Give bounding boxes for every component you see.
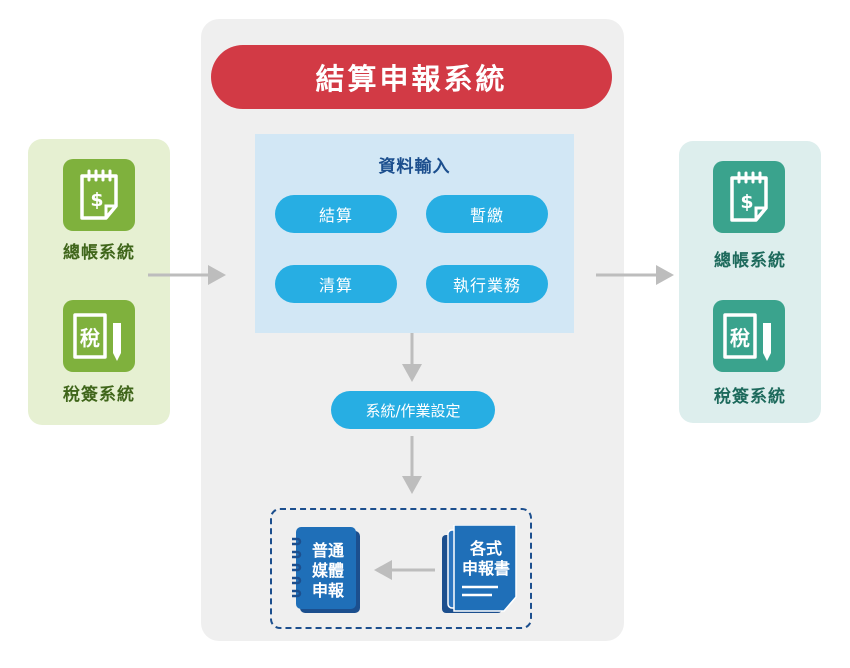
provisional-button[interactable]: 暫繳 (426, 195, 548, 233)
output-box (270, 508, 532, 629)
arrow-left-to-center (148, 265, 226, 285)
svg-text:$: $ (740, 191, 753, 213)
various-forms-stack: 各式 申報書 (440, 525, 518, 617)
svg-text:$: $ (90, 189, 103, 211)
arrow-center-to-right (596, 265, 674, 285)
general-media-line-3: 申報 (311, 581, 344, 600)
arrow-setup-to-output (402, 436, 422, 494)
tax-glyph: 稅 (730, 326, 750, 350)
tax-glyph: 稅 (80, 326, 100, 350)
various-forms-line-1: 各式 (469, 539, 502, 558)
liquidation-button[interactable]: 清算 (275, 265, 397, 303)
data-input-title: 資料輸入 (378, 157, 451, 177)
settlement-button[interactable]: 結算 (275, 195, 397, 233)
arrow-forms-to-media (374, 560, 435, 580)
various-forms-line-2: 申報書 (461, 559, 510, 578)
target-tax-label: 稅簽系統 (714, 387, 786, 407)
source-tax-label: 稅簽系統 (63, 385, 135, 405)
general-media-line-2: 媒體 (311, 561, 344, 580)
general-media-line-1: 普通 (311, 541, 344, 560)
general-media-book: 普通 媒體 申報 (292, 525, 364, 615)
target-ledger-label: 總帳系統 (714, 251, 786, 271)
receipt-dollar-icon: $ (713, 161, 785, 233)
receipt-dollar-icon: $ (63, 159, 135, 231)
tax-form-pencil-icon: 稅 (63, 300, 135, 372)
tax-form-pencil-icon: 稅 (713, 300, 785, 372)
practice-business-button[interactable]: 執行業務 (426, 265, 548, 303)
system-title: 結算申報系統 (211, 45, 612, 109)
system-setup-button[interactable]: 系統/作業設定 (331, 391, 495, 429)
source-ledger-label: 總帳系統 (63, 243, 135, 263)
